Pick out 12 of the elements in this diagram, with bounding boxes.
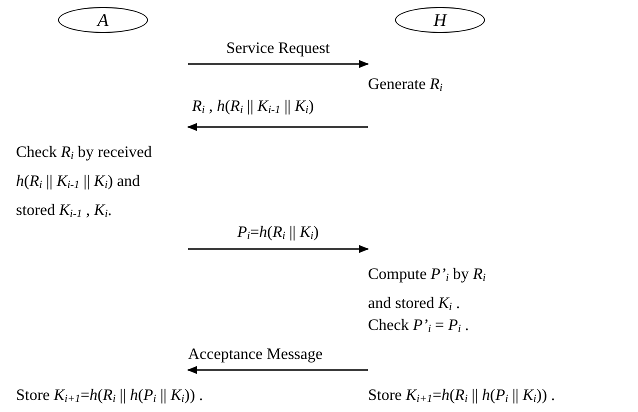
message-label: Acceptance Message	[188, 345, 323, 365]
note-text: Compute P’$_{i}$ by R$_{i}$ and stored K$_{i}$ .	[368, 265, 487, 315]
actor-ellipse: H	[395, 7, 485, 33]
note-text: Store K$_{i+1}$=h(R$_{i}$ || h(P$_{i}$ || K$_{i}$)) .	[16, 386, 204, 407]
note-text: Store K$_{i+1}$=h(R$_{i}$ || h(P$_{i}$ || K$_{i}$)) .	[368, 386, 556, 407]
note-text: Check R$_{i}$ by received h(R$_{i}$ || K$_{i-1}$ || K$_{i}$) and stored K$_{i-1}$ , K$_{i}$.	[16, 143, 153, 222]
message-label: R$_{i}$ , h(R$_{i}$ || K$_{i-1}$ || K$_{i}$)	[192, 97, 314, 118]
message-label: P$_{i}$=h(R$_{i}$ || K$_{i}$)	[237, 223, 319, 244]
note-text: Generate R$_{i}$	[368, 75, 443, 96]
note-text: Check P’$_{i}$ = P$_{i}$ .	[368, 316, 469, 337]
message-label: Service Request	[226, 39, 330, 59]
actor-ellipse: A	[58, 7, 148, 33]
